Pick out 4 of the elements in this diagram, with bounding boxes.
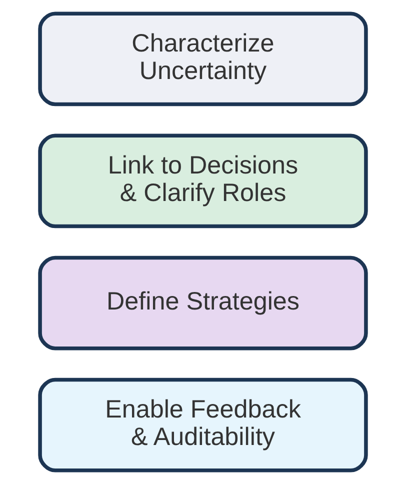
node-box: Characterize Uncertainty xyxy=(38,12,368,106)
node-box: Define Strategies xyxy=(38,256,368,350)
node-box: Link to Decisions & Clarify Roles xyxy=(38,134,368,228)
node-box: Enable Feedback & Auditability xyxy=(38,378,368,472)
